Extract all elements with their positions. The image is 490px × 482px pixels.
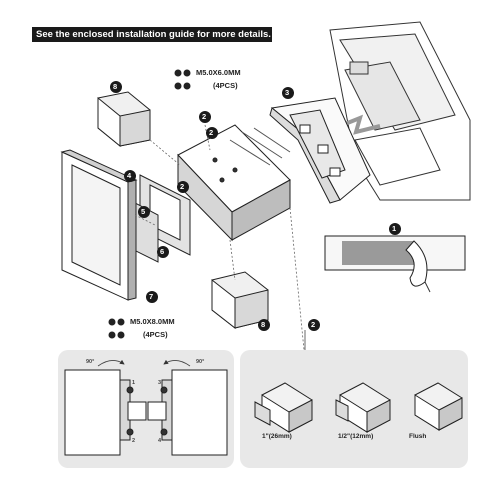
angle-label-left: 90° bbox=[86, 359, 95, 365]
screw-number: 2 bbox=[132, 438, 136, 444]
angle-label-right: 90° bbox=[196, 359, 205, 365]
offset-option-label: 1"(26mm) bbox=[262, 433, 292, 440]
screw-count-bottom: (4PCS) bbox=[143, 330, 168, 339]
spacer-block-bottom bbox=[211, 271, 269, 330]
rotation-arrow-left bbox=[97, 359, 125, 367]
depth-option-2 bbox=[335, 382, 391, 433]
screw-icons-bottom bbox=[108, 318, 125, 339]
front-panel bbox=[60, 149, 138, 301]
mounting-cage bbox=[269, 97, 371, 204]
screw-icons-top bbox=[174, 69, 191, 90]
rotation-arrow-right bbox=[163, 359, 191, 367]
screw-spec-top: M5.0X6.0MM bbox=[196, 68, 241, 77]
offset-option-label: 1/2"(12mm) bbox=[338, 433, 374, 440]
screw-spec-bottom: M5.0X8.0MM bbox=[130, 317, 175, 326]
spacer-block-top bbox=[97, 91, 151, 148]
screw-count-top: (4PCS) bbox=[213, 81, 238, 90]
screw-number: 3 bbox=[158, 380, 162, 386]
instruction-banner: See the enclosed installation guide for … bbox=[32, 27, 272, 42]
screw-number: 1 bbox=[132, 380, 136, 386]
step-badges bbox=[110, 81, 401, 331]
label-sticker-panel bbox=[324, 235, 466, 293]
step-label: 6 bbox=[160, 247, 165, 256]
assembly-guide-lines bbox=[134, 124, 306, 361]
step-label: 2 bbox=[209, 128, 214, 137]
depth-option-1 bbox=[254, 382, 313, 433]
step-label: 5 bbox=[141, 207, 146, 216]
step-label: 7 bbox=[149, 292, 154, 301]
step-label: 2 bbox=[202, 112, 207, 121]
angle-mount-left bbox=[64, 369, 147, 456]
dashboard-illustration bbox=[329, 21, 471, 201]
step-label: 2 bbox=[311, 320, 316, 329]
step-label: 8 bbox=[113, 82, 118, 91]
offset-option-label: Flush bbox=[409, 433, 427, 440]
step-label: 8 bbox=[261, 320, 266, 329]
step-label: 4 bbox=[127, 171, 132, 180]
step-label: 1 bbox=[392, 224, 397, 233]
screw-number: 4 bbox=[158, 438, 162, 444]
step-label: 2 bbox=[180, 182, 185, 191]
step-label: 3 bbox=[285, 88, 290, 97]
depth-option-3 bbox=[414, 382, 463, 431]
angle-mount-right bbox=[147, 369, 228, 456]
head-unit-chassis bbox=[177, 124, 291, 242]
